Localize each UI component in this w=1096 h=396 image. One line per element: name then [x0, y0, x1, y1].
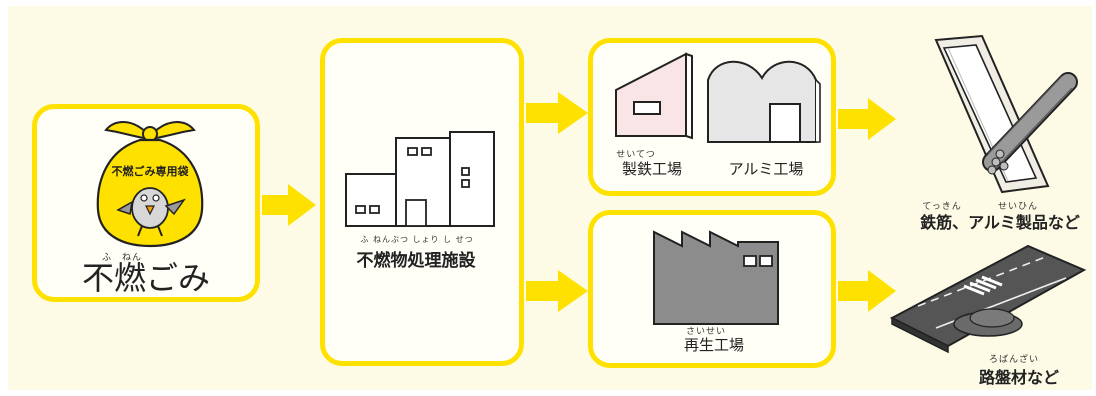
recycling-plant-icon [653, 230, 779, 325]
facility-building-icon [345, 131, 495, 227]
window-frame-and-rebar-icon [934, 34, 1078, 194]
aluminum-plant-label: アルミ工場 [728, 160, 804, 178]
recycle-plant-label: 再生工場 [683, 336, 744, 354]
garbage-bag-icon [96, 121, 204, 248]
steel-plant-icon [615, 52, 693, 140]
arrow-steel-to-metal-products [838, 98, 896, 140]
aluminum-plant-icon [707, 60, 821, 143]
roadbed-label: 路盤材など [978, 368, 1059, 387]
metal-reading-1: てっきん [922, 202, 962, 212]
steel-reading: せいてつ [616, 150, 656, 160]
diagram-canvas: 不燃ごみ専用袋 ふ ねん 不燃ごみ ふ ねんぶつ しょり し せつ 不燃物処理施… [8, 6, 1092, 390]
facility-reading: ふ ねんぶつ しょり し せつ [360, 235, 474, 244]
road-reading: ろばんざい [988, 355, 1039, 365]
arrow-source-to-facility [262, 184, 316, 226]
steel-plant-label: 製鉄工場 [621, 160, 682, 178]
recycle-reading: さいせい [686, 327, 727, 337]
metal-products-label: 鉄筋、アルミ製品など [920, 213, 1080, 232]
recycle-box [588, 210, 836, 368]
metal-reading-2: せいひん [998, 202, 1039, 212]
facility-title: 不燃物処理施設 [356, 251, 476, 271]
arrow-facility-to-recycle [526, 270, 588, 312]
arrow-facility-to-steel [526, 92, 588, 134]
source-reading: ふ ねん [101, 253, 142, 263]
bag-label: 不燃ごみ専用袋 [111, 165, 189, 178]
source-title: 不燃ごみ [81, 259, 210, 297]
arrow-recycle-to-roadbed [838, 270, 896, 312]
roadbed-icon [889, 244, 1087, 354]
